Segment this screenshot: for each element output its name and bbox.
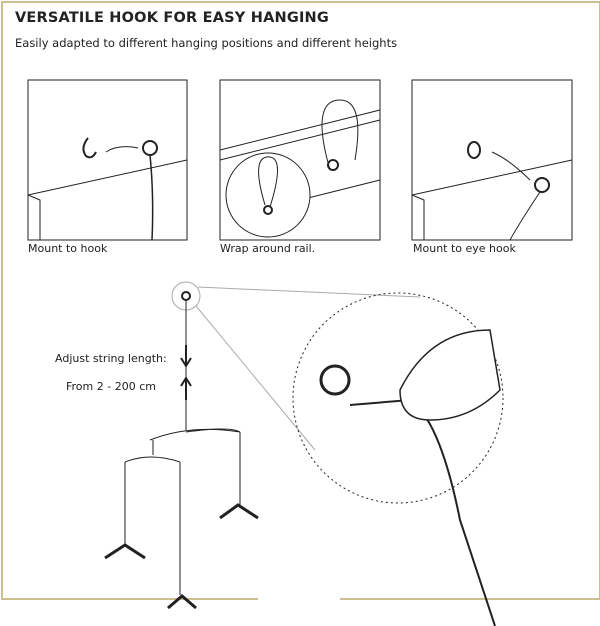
frame-bottom-left	[1, 598, 258, 600]
panel-rail-illustration	[219, 79, 381, 241]
subtitle: Easily adapted to different hanging posi…	[15, 36, 398, 50]
panel-eyehook-illustration	[411, 79, 573, 241]
panel-hook-illustration	[27, 79, 188, 241]
adjust-label: Adjust string length:	[55, 352, 167, 365]
mobile-illustration	[104, 281, 421, 610]
zoom-detail-illustration	[292, 292, 504, 626]
panel-label-mount-to-eye-hook: Mount to eye hook	[413, 242, 516, 255]
panel-label-mount-to-hook: Mount to hook	[28, 242, 108, 255]
frame-bottom-right	[340, 598, 599, 600]
panel-label-wrap-around-rail: Wrap around rail.	[220, 242, 316, 255]
length-range: From 2 - 200 cm	[66, 380, 156, 393]
page-title: VERSATILE HOOK FOR EASY HANGING	[15, 10, 329, 26]
